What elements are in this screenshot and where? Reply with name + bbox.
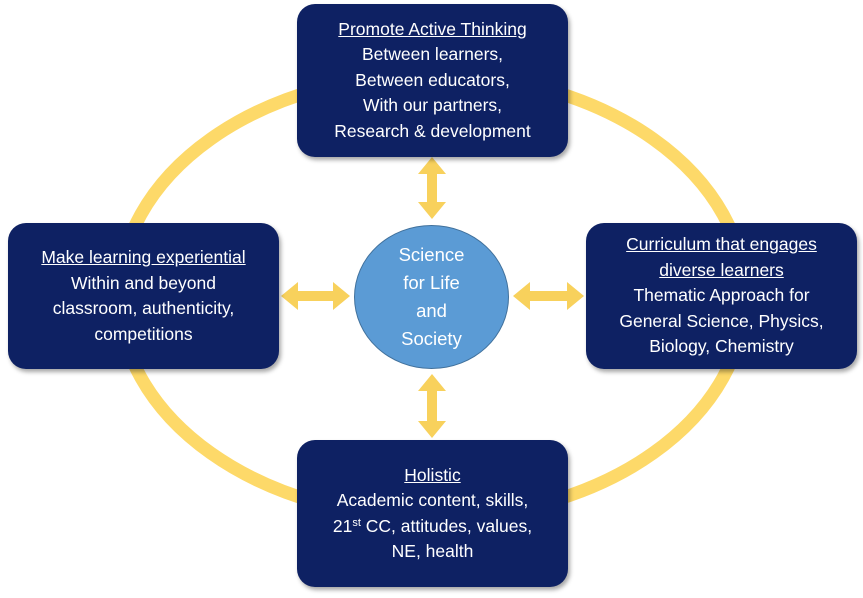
superscript: st <box>352 516 361 529</box>
box-line: classroom, authenticity, <box>52 298 235 318</box>
line-part: 21 <box>332 515 353 536</box>
center-line: for Life <box>403 272 460 293</box>
box-line: Within and beyond <box>71 272 216 293</box>
line-part: CC, attitudes, values, <box>360 515 533 536</box>
box-title: diverse learners <box>659 259 784 280</box>
box-line: Biology, Chemistry <box>649 336 794 357</box>
box-title: Holistic <box>404 464 461 485</box>
box-title: Make learning experiential <box>41 247 246 267</box>
box-line: NE, health <box>391 541 474 561</box>
box-line: Research & development <box>334 120 531 141</box>
box-line: Between learners, <box>361 44 504 65</box>
arrow-center-to-left <box>281 282 350 310</box>
box-line: General Science, Physics, <box>619 310 824 331</box>
arrow-center-to-bottom <box>418 374 446 438</box>
center-line: Society <box>401 328 462 349</box>
box-line: With our partners, <box>362 95 503 116</box>
box-title: Curriculum that engages <box>626 234 817 255</box>
center-line: and <box>416 300 447 321</box>
box-line: Thematic Approach for <box>633 285 810 306</box>
box-line: 21st CC, attitudes, values, <box>333 514 532 540</box>
box-title: Promote Active Thinking <box>338 18 527 39</box>
box-curriculum: Curriculum that engages diverse learners… <box>586 223 857 369</box>
center-line: Science <box>398 244 465 265</box>
box-make-learning-experiential: Make learning experiential Within and be… <box>8 223 279 369</box>
box-line: Academic content, skills, <box>336 490 529 510</box>
arrow-center-to-top <box>418 157 446 219</box>
center-circle: Science for Life and Society <box>354 225 509 369</box>
box-line: Between educators, <box>355 69 510 90</box>
arrow-center-to-right <box>513 282 584 310</box>
box-promote-active-thinking: Promote Active Thinking Between learners… <box>297 4 568 157</box>
box-line: competitions <box>94 323 193 344</box>
box-holistic: Holistic Academic content, skills, 21st … <box>297 440 568 587</box>
